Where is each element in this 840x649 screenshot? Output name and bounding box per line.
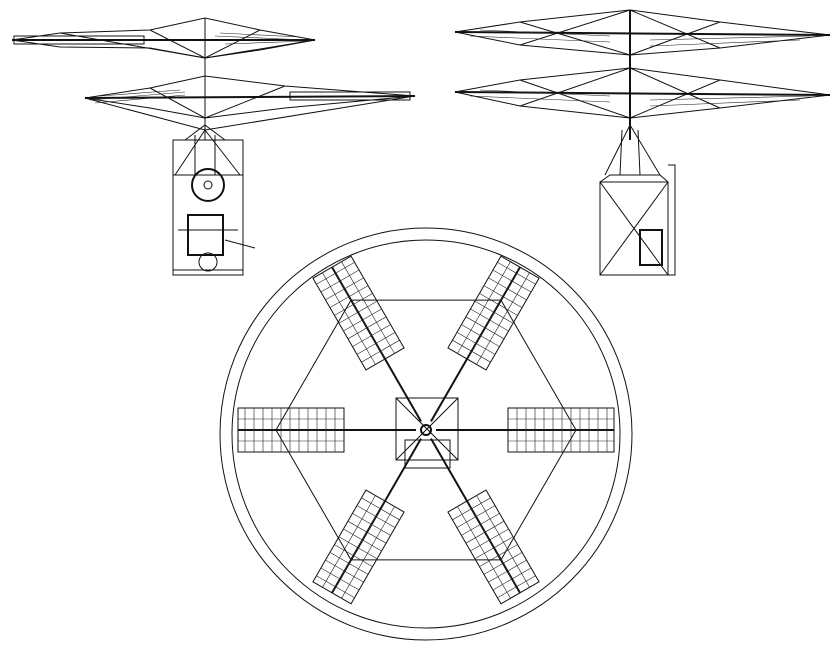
blade-surface bbox=[447, 489, 540, 605]
upper-rotor-right bbox=[454, 9, 831, 140]
rotor-blade bbox=[312, 438, 422, 605]
blade-ribs bbox=[238, 408, 344, 452]
blade-ribs bbox=[452, 495, 536, 599]
plan-view bbox=[219, 227, 633, 641]
rotor-hub bbox=[420, 424, 432, 436]
rotor-blade bbox=[312, 255, 422, 422]
upper-rotor-left bbox=[11, 17, 316, 140]
outer-ring bbox=[219, 227, 633, 641]
blade-ribs bbox=[452, 261, 536, 365]
blade-ribs bbox=[508, 408, 614, 452]
side-view-right bbox=[454, 9, 831, 276]
gondola-right bbox=[599, 164, 676, 276]
lower-rotor-left bbox=[84, 75, 416, 131]
blade-surface bbox=[312, 489, 405, 605]
rotor-blade bbox=[237, 407, 416, 453]
gondola-left bbox=[172, 124, 256, 276]
central-frame bbox=[395, 397, 459, 461]
lower-rotor-right bbox=[454, 67, 831, 119]
side-view-left bbox=[11, 17, 416, 276]
blade-ribs bbox=[316, 495, 400, 599]
rotor-blade bbox=[430, 438, 540, 605]
rotor-blade bbox=[436, 407, 615, 453]
rotor-blade bbox=[430, 255, 540, 422]
blade-ribs bbox=[316, 261, 400, 365]
inner-ring bbox=[231, 239, 621, 629]
